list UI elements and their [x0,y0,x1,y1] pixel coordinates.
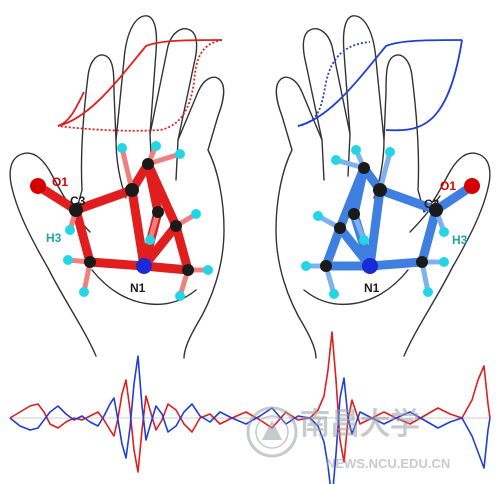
left-loop-curve [58,40,222,131]
watermark-url: NEWS.NCU.EDU.CN [326,456,450,471]
right-nitrogen-atom [362,258,378,274]
right-o1-label: O1 [440,179,456,193]
right-n1-label: N1 [364,281,380,295]
right-molecule: O1 C3 H3 N1 [301,145,480,299]
left-o1-label: O1 [52,175,68,189]
left-nitrogen-atom [136,258,152,274]
left-oxygen-atom [30,178,46,194]
right-oxygen-atom [464,178,480,194]
right-h3-label: H3 [452,233,468,247]
watermark: 南昌大学 NEWS.NCU.EDU.CN [248,407,450,471]
watermark-calligraphy: 南昌大学 [300,407,420,441]
right-c3-label: C3 [424,197,440,211]
left-molecule: O1 C3 H3 N1 [30,141,213,301]
left-c3-label: C3 [70,194,86,208]
university-seal-icon [248,408,296,456]
red-spectrum-trace [10,332,490,472]
right-loop-curve [298,40,462,130]
left-n1-label: N1 [130,281,146,295]
left-h3-label: H3 [46,231,62,245]
